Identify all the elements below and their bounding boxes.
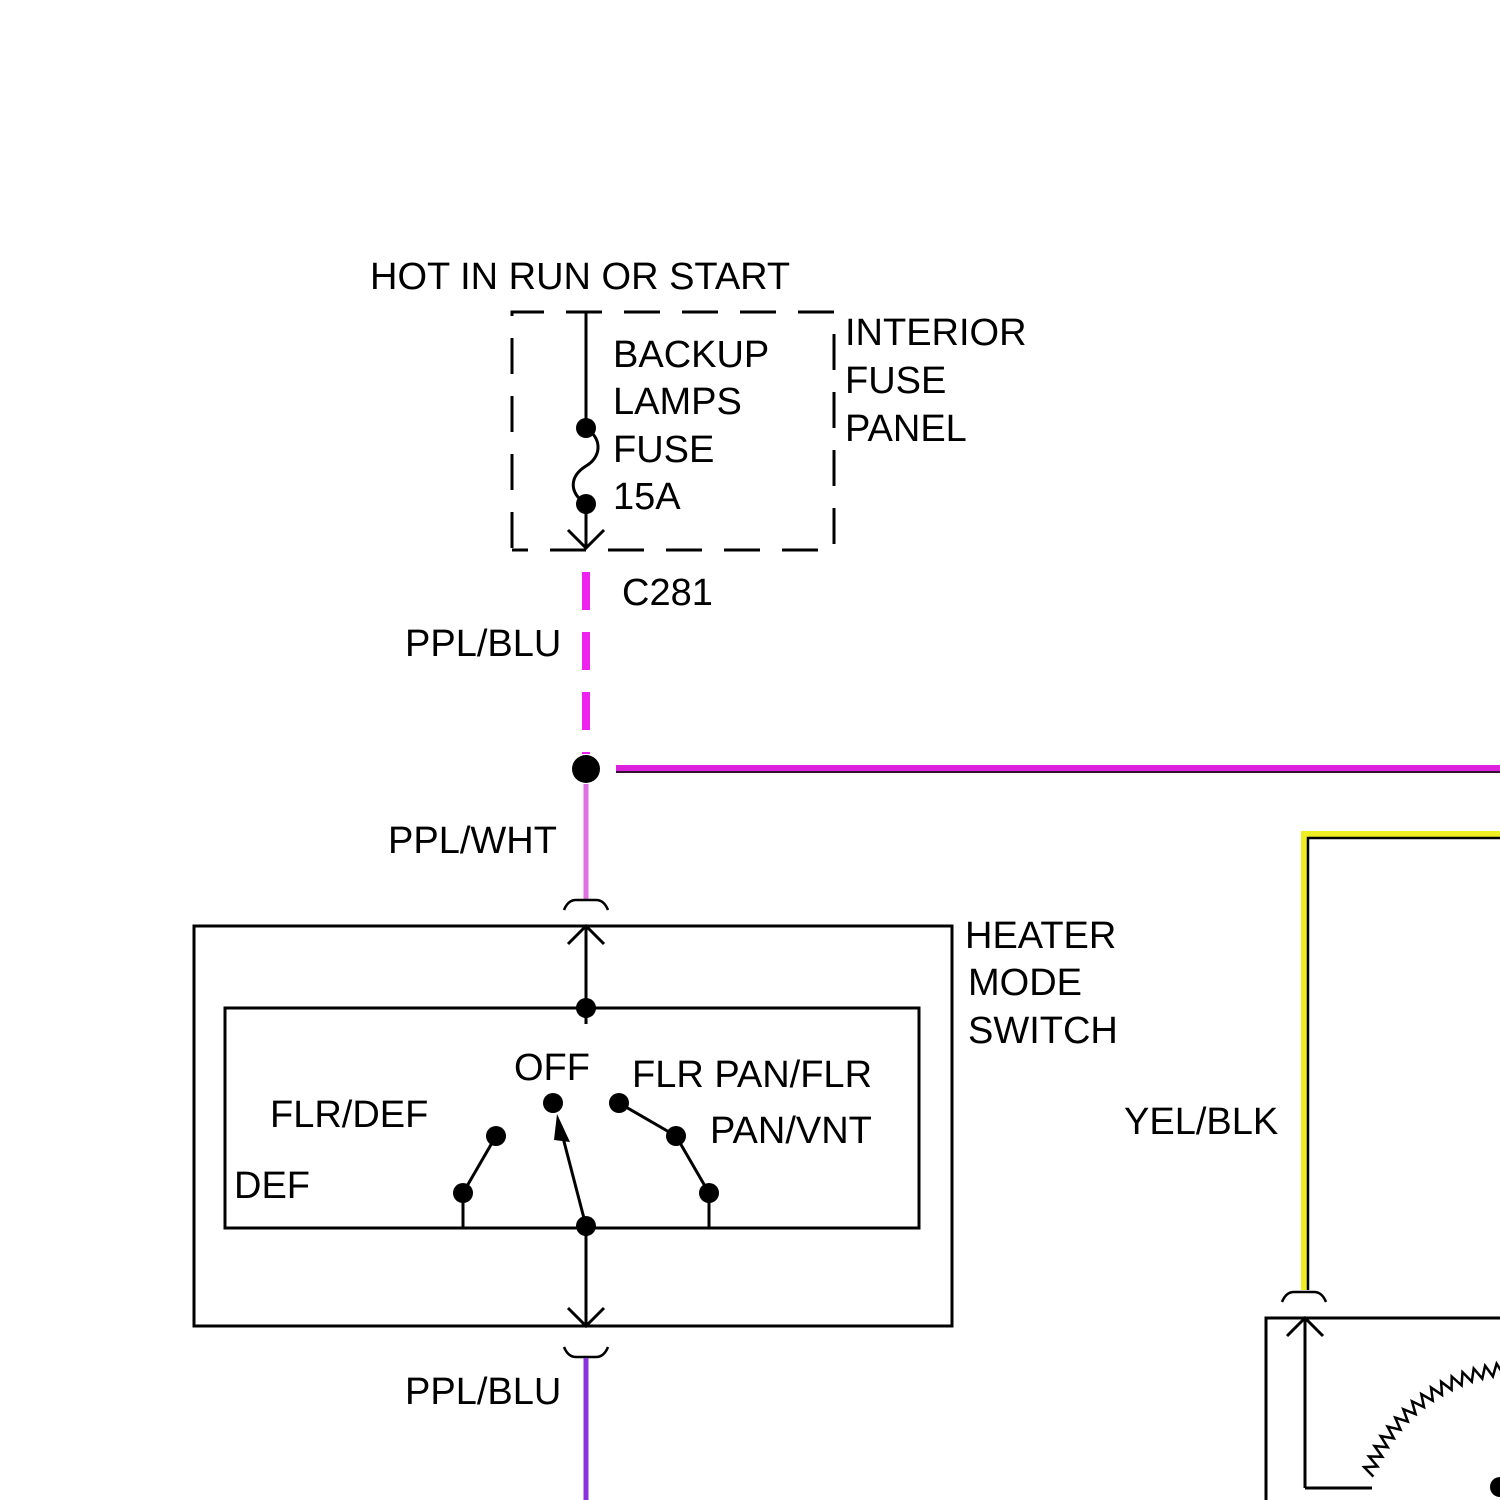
connector-c281-label: C281 <box>622 572 713 614</box>
switch-input-terminal <box>576 998 596 1018</box>
switch-title-line-2: MODE <box>968 962 1082 1004</box>
hot-in-run-label: HOT IN RUN OR START <box>370 256 790 298</box>
switch-pos-def: DEF <box>234 1165 310 1207</box>
fuse-name-line-1: BACKUP <box>613 334 769 376</box>
switch-pos-pan-vnt: PAN/VNT <box>710 1110 872 1152</box>
switch-title-line-3: SWITCH <box>968 1010 1118 1052</box>
switch-wiper <box>561 1130 586 1226</box>
component-border <box>1266 1318 1500 1500</box>
switch-pos-off: OFF <box>514 1047 590 1089</box>
contact-flr-pan-flr <box>609 1093 629 1113</box>
wire-label-ppl-blu-bottom: PPL/BLU <box>405 1371 561 1413</box>
switch-pos-flr-def: FLR/DEF <box>270 1094 428 1136</box>
switch-title-line-1: HEATER <box>965 915 1116 957</box>
splice-dot <box>572 755 600 783</box>
connector-cap-right <box>1282 1292 1326 1302</box>
wire-label-ppl-blu-top: PPL/BLU <box>405 623 561 665</box>
wire-label-yel-blk: YEL/BLK <box>1124 1101 1278 1143</box>
contact-def <box>453 1183 473 1203</box>
panel-label-line-3: PANEL <box>845 408 967 450</box>
fuse-rating: 15A <box>613 476 681 518</box>
component-terminal <box>1490 1477 1500 1497</box>
connector-cap-bottom <box>564 1347 608 1357</box>
wire-label-ppl-wht: PPL/WHT <box>388 820 557 862</box>
partial-component-box <box>1266 1318 1500 1500</box>
fuse-element <box>573 428 598 504</box>
contact-off <box>543 1093 563 1113</box>
contact-pan-vnt <box>666 1126 686 1146</box>
connector-cap-top <box>564 900 608 910</box>
switch-pos-flr-pan-flr: FLR PAN/FLR <box>632 1054 872 1096</box>
switch-wiper-arrowhead <box>554 1114 570 1142</box>
rheostat-resistor <box>1364 1362 1500 1476</box>
wire-yel-blk-shadow <box>1308 838 1500 1290</box>
panel-label-line-1: INTERIOR <box>845 312 1027 354</box>
fuse-name-line-2: LAMPS <box>613 381 742 423</box>
fuse-name-line-3: FUSE <box>613 429 714 471</box>
panel-label-line-2: FUSE <box>845 360 946 402</box>
wire-yel-blk <box>1304 834 1500 1290</box>
contact-flr-def <box>486 1126 506 1146</box>
